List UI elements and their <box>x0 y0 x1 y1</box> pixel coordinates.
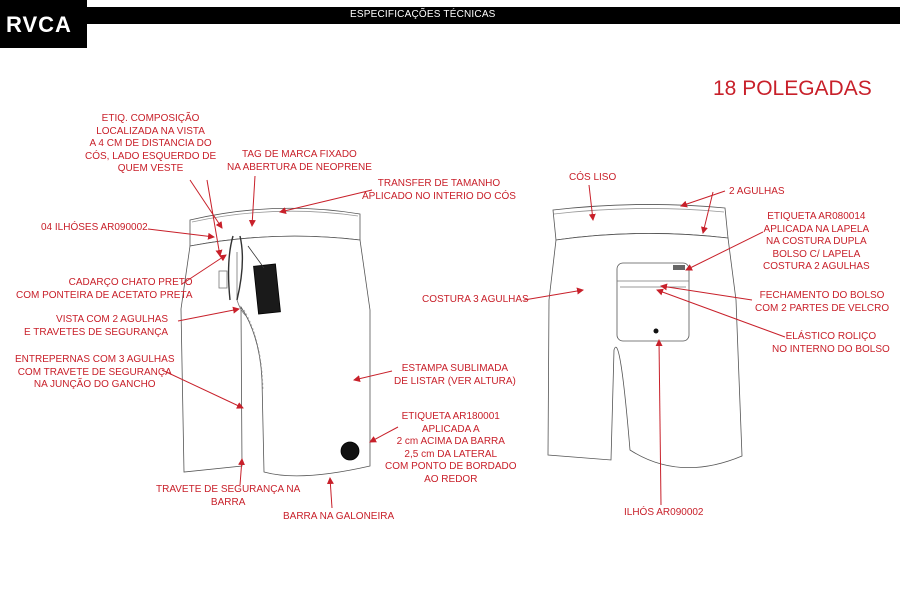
front-shorts-drawing <box>180 207 371 477</box>
leader-elastico <box>656 288 786 338</box>
leader-barra <box>326 477 334 509</box>
leader-tag-marca <box>248 175 256 227</box>
leader-cadarco <box>181 254 227 285</box>
back-pocket-flap <box>617 280 689 288</box>
drawstring-left <box>227 235 234 301</box>
leader-etiqueta-ar180001 <box>369 426 399 443</box>
front-fly <box>236 252 247 317</box>
drawstring-right <box>236 235 244 301</box>
callout-travete-barra: TRAVETE DE SEGURANÇA NA BARRA <box>156 484 301 508</box>
page-title: ESPECIFICAÇÕES TÉCNICAS <box>350 9 496 20</box>
leader-transfer <box>279 189 373 215</box>
leader-fechamento <box>660 283 753 301</box>
callout-entrepernas: ENTREPERNAS COM 3 AGULHAS COM TRAVETE DE… <box>15 354 175 390</box>
front-body <box>180 235 371 477</box>
leader-etiq-composicao <box>189 179 223 229</box>
back-body <box>547 233 743 468</box>
callout-tag-marca: TAG DE MARCA FIXADO NA ABERTURA DE NEOPR… <box>227 149 372 173</box>
hang-tag <box>253 263 281 315</box>
leader-cos-liso <box>588 184 596 221</box>
callout-estampa: ESTAMPA SUBLIMADA DE LISTAR (VER ALTURA) <box>394 363 516 387</box>
leader-etiq-composicao-2 <box>206 179 223 257</box>
brand-logo: RVCA <box>6 12 72 37</box>
leader-costura-3 <box>523 287 584 301</box>
callout-cadarco: CADARÇO CHATO PRETO COM PONTEIRA DE ACET… <box>16 277 193 301</box>
callout-barra: BARRA NA GALONEIRA <box>283 511 395 522</box>
callout-etiq-composicao: ETIQ. COMPOSIÇÃO LOCALIZADA NA VISTA A 4… <box>85 113 217 174</box>
logo-box: RVCA <box>0 0 87 48</box>
back-shorts-drawing <box>547 204 743 468</box>
leader-etiqueta-ar080014 <box>685 231 764 271</box>
leader-ilhos <box>655 339 663 506</box>
back-pocket-label <box>673 265 685 270</box>
front-waistband-inner <box>191 210 359 223</box>
callout-elastico: ELÁSTICO ROLIÇO NO INTERNO DO BOLSO <box>772 331 890 355</box>
back-waistband-stitch <box>553 208 725 215</box>
front-label-patch <box>218 270 228 289</box>
callout-transfer: TRANSFER DE TAMANHO APLICADO NO INTERIO … <box>362 178 516 202</box>
leader-ilhoses <box>147 228 215 240</box>
callout-vista: VISTA COM 2 AGULHAS E TRAVETES DE SEGURA… <box>24 314 169 338</box>
leader-estampa <box>353 370 393 383</box>
front-inseam-stitch <box>243 309 264 391</box>
leader-vista <box>177 306 240 322</box>
header-bar: RVCA ESPECIFICAÇÕES TÉCNICAS <box>0 0 900 48</box>
hang-tag-string <box>247 245 265 269</box>
callout-etiqueta-ar080014: ETIQUETA AR080014 APLICADA NA LAPELA NA … <box>763 211 870 272</box>
callout-fechamento: FECHAMENTO DO BOLSO COM 2 PARTES DE VELC… <box>755 290 890 314</box>
callout-2-agulhas: 2 AGULHAS <box>729 186 785 197</box>
callout-ilhos: ILHÓS AR090002 <box>624 507 704 518</box>
leader-entrepernas <box>161 369 244 409</box>
leader-2-agulhas-b <box>701 191 714 234</box>
front-badge <box>340 441 360 461</box>
back-pocket <box>616 262 690 342</box>
callout-etiqueta-ar180001: ETIQUETA AR180001 APLICADA A 2 cm ACIMA … <box>385 411 517 485</box>
back-pocket-eyelet <box>653 328 659 334</box>
callout-costura-3: COSTURA 3 AGULHAS <box>422 294 529 305</box>
leader-travete-barra <box>238 458 246 486</box>
callout-ilhoses: 04 ILHÓSES AR090002 <box>41 222 148 233</box>
leader-2-agulhas-a <box>680 190 726 208</box>
header-strip <box>0 7 900 24</box>
size-label: 18 POLEGADAS <box>713 77 872 100</box>
callout-cos-liso: CÓS LISO <box>569 172 617 183</box>
